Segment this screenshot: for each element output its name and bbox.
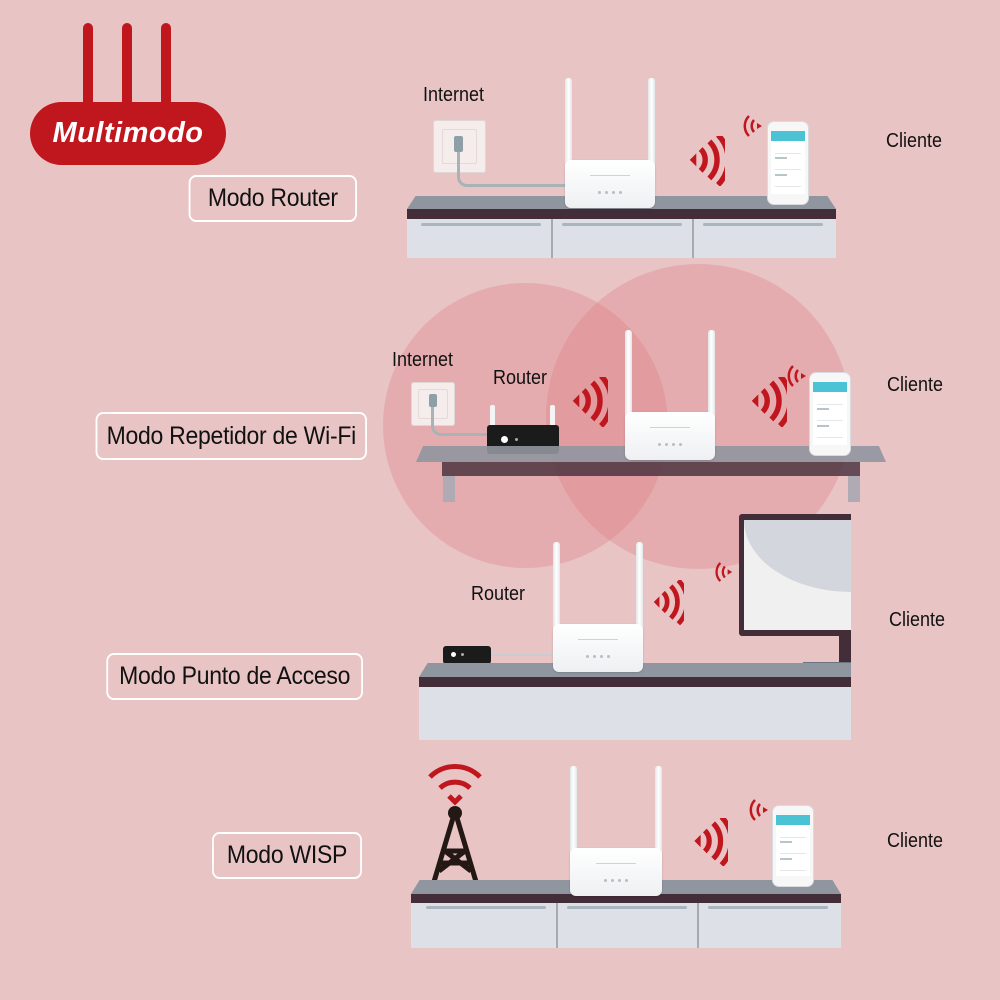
black-router-icon: [443, 646, 491, 664]
cabinet-divider: [692, 219, 694, 258]
shelf-edge: [419, 677, 851, 687]
cabinet-divider: [556, 903, 558, 948]
wifi-signal-icon: [747, 377, 787, 427]
router-device-icon: [553, 542, 643, 672]
smartphone-icon: [810, 373, 850, 455]
shelf-bracket: [848, 476, 860, 502]
shelf-edge: [442, 462, 860, 476]
repeater-device-icon: [625, 330, 715, 460]
mode-wisp-label: Modo WISP: [212, 832, 362, 879]
cable: [457, 152, 570, 187]
cabinet-handle: [708, 906, 828, 909]
logo-antenna-icon: [161, 23, 171, 105]
mode-access-point-label: Modo Punto de Acceso: [106, 653, 363, 700]
cabinet: [411, 903, 841, 948]
cell-tower-icon: [428, 764, 482, 886]
cable: [491, 654, 557, 656]
wifi-signal-icon: [749, 799, 770, 821]
plug-icon: [454, 136, 463, 152]
router-label: Router: [493, 367, 548, 389]
cabinet-handle: [421, 223, 541, 226]
wifi-signal-icon: [715, 562, 734, 582]
cabinet-divider: [551, 219, 553, 258]
wifi-signal-icon: [743, 115, 764, 137]
router-device-icon: [565, 78, 655, 208]
cabinet-divider: [697, 903, 699, 948]
mode-repeater-label: Modo Repetidor de Wi-Fi: [95, 412, 367, 460]
logo-antenna-icon: [122, 23, 132, 105]
client-label: Cliente: [886, 130, 943, 152]
wifi-signal-icon: [787, 365, 808, 387]
smartphone-icon: [768, 122, 808, 204]
cabinet: [419, 687, 851, 740]
cabinet-handle: [426, 906, 546, 909]
shelf-bracket: [443, 476, 455, 502]
cabinet-handle: [562, 223, 682, 226]
plug-icon: [429, 394, 437, 407]
antenna: [490, 405, 495, 427]
mode-router-label: Modo Router: [188, 175, 357, 222]
cable: [431, 407, 494, 436]
smartphone-icon: [773, 806, 813, 886]
client-label: Cliente: [889, 609, 946, 631]
shelf-edge: [411, 894, 841, 903]
logo-antenna-icon: [83, 23, 93, 105]
internet-label: Internet: [423, 84, 485, 106]
wifi-signal-icon: [650, 580, 684, 626]
logo-title: Multimodo: [52, 117, 204, 149]
client-label: Cliente: [887, 830, 944, 852]
wifi-signal-icon: [690, 818, 728, 866]
router-label: Router: [471, 583, 526, 605]
cabinet-handle: [567, 906, 687, 909]
wifi-signal-icon: [568, 377, 608, 427]
client-label: Cliente: [887, 374, 944, 396]
internet-label: Internet: [392, 349, 454, 371]
antenna: [550, 405, 555, 427]
logo-pill: Multimodo: [30, 102, 226, 165]
router-device-icon: [570, 766, 662, 896]
cabinet-handle: [703, 223, 823, 226]
wifi-signal-icon: [685, 136, 725, 186]
monitor-icon: [739, 514, 851, 674]
shelf-edge: [407, 209, 836, 219]
